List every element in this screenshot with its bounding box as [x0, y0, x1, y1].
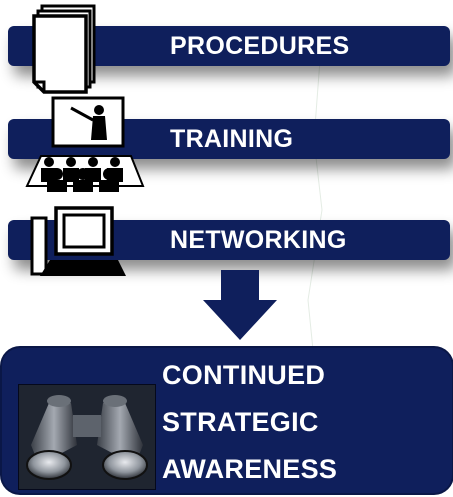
result-line-awareness: AWARENESS [162, 454, 338, 484]
result-line-strategic: STRATEGIC [162, 407, 319, 437]
training-label: TRAINING [170, 125, 294, 153]
networking-label: NETWORKING [170, 226, 347, 254]
documents-icon [32, 4, 96, 94]
computer-icon [30, 206, 126, 276]
binoculars-image [18, 384, 156, 490]
procedures-label: PROCEDURES [170, 32, 350, 60]
presentation-audience-icon [25, 96, 145, 192]
result-line-continued: CONTINUED [162, 360, 326, 390]
binoculars-icon [19, 385, 155, 489]
background-decoration [307, 60, 323, 400]
result-box: CONTINUED STRATEGIC AWARENESS [2, 348, 452, 493]
down-arrow-icon [203, 270, 277, 340]
